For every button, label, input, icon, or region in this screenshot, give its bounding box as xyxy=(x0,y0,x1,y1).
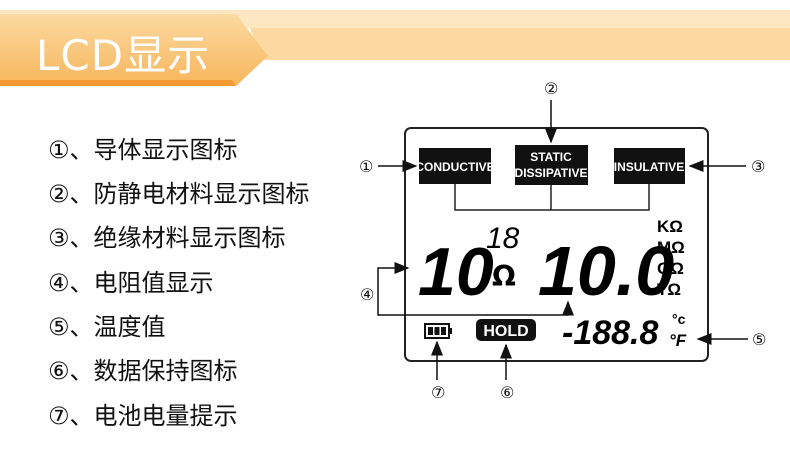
legend-item-insulative: ③、绝缘材料显示图标 xyxy=(48,224,286,252)
insulative-label: INSULATIVE xyxy=(614,160,684,174)
battery-bar xyxy=(428,327,433,335)
banner-graphic xyxy=(0,10,790,86)
callout-7-number: ⑦ xyxy=(431,383,445,402)
callout-5-number: ⑤ xyxy=(752,330,766,349)
temperature-value: -188.8 xyxy=(562,314,658,352)
static-dissipative-icon: STATIC DISSIPATIVE xyxy=(515,145,588,185)
legend-item-battery: ⑦、电池电量提示 xyxy=(48,402,238,430)
celsius-unit: °c xyxy=(672,311,686,327)
callout-4-number: ④ xyxy=(360,285,374,304)
callout-1: ① xyxy=(359,157,418,176)
unit-tohm: TΩ xyxy=(657,280,681,299)
page-title: LCD显示 xyxy=(36,31,211,80)
resistance-exponent: 18 xyxy=(486,222,520,255)
conductive-icon: CONDUCTIVE xyxy=(415,148,495,184)
icon-bracket xyxy=(454,184,650,211)
ohm-icon: Ω xyxy=(492,260,516,293)
callout-4: ④ xyxy=(360,262,574,316)
callout-5: ⑤ xyxy=(696,330,766,349)
resistance-mantissa: 10 xyxy=(418,234,494,310)
callout-6-number: ⑥ xyxy=(500,383,514,402)
fahrenheit-unit: °F xyxy=(669,331,687,350)
legend-item-resistance: ④、电阻值显示 xyxy=(48,269,214,297)
dissipative-label: DISSIPATIVE xyxy=(515,166,588,180)
resistance-value: 10.0 xyxy=(538,232,674,310)
static-label: STATIC xyxy=(530,150,572,164)
header-banner: LCD显示 xyxy=(0,0,790,100)
battery-bar xyxy=(441,327,446,335)
callout-2: ② xyxy=(544,79,558,144)
conductive-label: CONDUCTIVE xyxy=(415,160,494,174)
battery-bar xyxy=(434,327,440,335)
unit-kohm: KΩ xyxy=(657,217,683,236)
callout-6: ⑥ xyxy=(500,343,514,402)
unit-mohm: MΩ xyxy=(657,238,685,257)
legend-item-temperature: ⑤、温度值 xyxy=(48,313,166,341)
battery-icon xyxy=(424,323,452,339)
battery-level-bars xyxy=(428,327,446,335)
callout-2-number: ② xyxy=(544,79,558,98)
legend-item-conductive: ①、导体显示图标 xyxy=(48,136,238,164)
callout-3: ③ xyxy=(688,157,765,176)
callout-7: ⑦ xyxy=(431,340,445,402)
legend-item-static: ②、防静电材料显示图标 xyxy=(48,180,310,208)
unit-labels: KΩ MΩ GΩ TΩ xyxy=(657,217,685,299)
insulative-icon: INSULATIVE xyxy=(614,148,685,184)
callout-3-number: ③ xyxy=(751,157,765,176)
lcd-frame xyxy=(404,127,709,362)
hold-icon: HOLD xyxy=(476,319,536,341)
callout-1-number: ① xyxy=(359,157,373,176)
hold-label: HOLD xyxy=(483,323,528,340)
legend-item-hold: ⑥、数据保持图标 xyxy=(48,357,238,385)
unit-gohm: GΩ xyxy=(657,259,684,278)
